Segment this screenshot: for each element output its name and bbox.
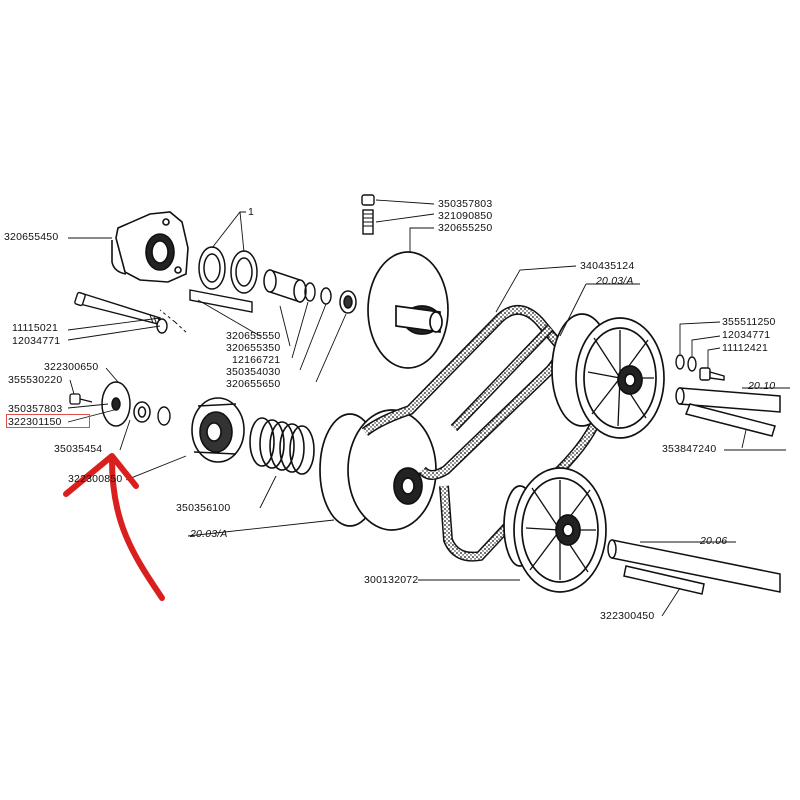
nut-350354545 (133, 401, 151, 423)
bolt-11112421 (699, 367, 725, 381)
screw-321090850 (361, 194, 375, 235)
label-350357803-top: 350357803 (438, 198, 493, 210)
label-322301150: 322301150 (8, 416, 62, 428)
label-355530220: 355530220 (8, 374, 63, 386)
label-321090850: 321090850 (438, 210, 493, 222)
spoked-pulley-lower (503, 467, 607, 593)
spoked-pulley-upper (551, 313, 665, 439)
label-322300650: 322300650 (44, 361, 99, 373)
washer-322300850 (157, 406, 171, 426)
label-11112421: 11112421 (722, 342, 768, 354)
spacer-320655550 (189, 289, 253, 313)
label-320655550: 320655550 (226, 330, 281, 342)
washer-12034771-left (156, 318, 168, 334)
highlight-box-322301150 (6, 414, 90, 428)
label-12034771-left: 12034771 (12, 335, 61, 347)
label-322300450: 322300450 (600, 610, 655, 622)
label-320655650: 320655650 (226, 378, 281, 390)
clutch-drum (191, 397, 245, 463)
housing-320655450 (111, 211, 189, 283)
label-350357803-left: 350357803 (8, 403, 63, 415)
label-ref-20-03-a-right: 20.03/A (596, 275, 634, 287)
bolt-11115021 (74, 291, 162, 326)
label-320655350: 320655350 (226, 342, 281, 354)
bearing-pair-1 (198, 246, 258, 294)
label-350356100: 350356100 (176, 502, 231, 514)
annotation-arrow (63, 453, 165, 601)
label-ref-20-03-a-left: 20.03/A (190, 528, 228, 540)
label-ref-20-10: 20.10 (748, 380, 776, 392)
sleeve-320655350 (263, 268, 307, 304)
ring-350354030 (320, 287, 332, 305)
label-340435124: 340435124 (580, 260, 635, 272)
pulley-320655250 (367, 251, 449, 369)
shaft-20-10 (675, 387, 781, 437)
spring-350356100 (249, 417, 315, 475)
drive-pulley-front (319, 409, 437, 531)
washer-12034771-right (675, 354, 697, 372)
shaft-20-06 (607, 539, 781, 595)
label-353847240: 353847240 (662, 443, 717, 455)
disc-322300650 (101, 381, 131, 427)
leader-lines (67, 199, 790, 617)
label-350354030: 350354030 (226, 366, 281, 378)
label-350354545: 35035454 (54, 443, 103, 455)
label-355511250: 355511250 (722, 316, 776, 328)
snap-ring-12166721 (304, 282, 316, 302)
label-320655250: 320655250 (438, 222, 493, 234)
label-ref-20-06: 20.06 (700, 535, 728, 547)
bushing-320655650 (339, 290, 357, 314)
label-1: 1 (248, 206, 255, 218)
label-300132072: 300132072 (364, 574, 419, 586)
bolt-355530220 (69, 393, 93, 405)
label-11115021: 11115021 (12, 322, 58, 334)
label-12166721: 12166721 (232, 354, 281, 366)
label-12034771-right: 12034771 (722, 329, 771, 341)
label-320655450: 320655450 (4, 231, 59, 243)
label-322300850: 322300850 (68, 473, 123, 485)
